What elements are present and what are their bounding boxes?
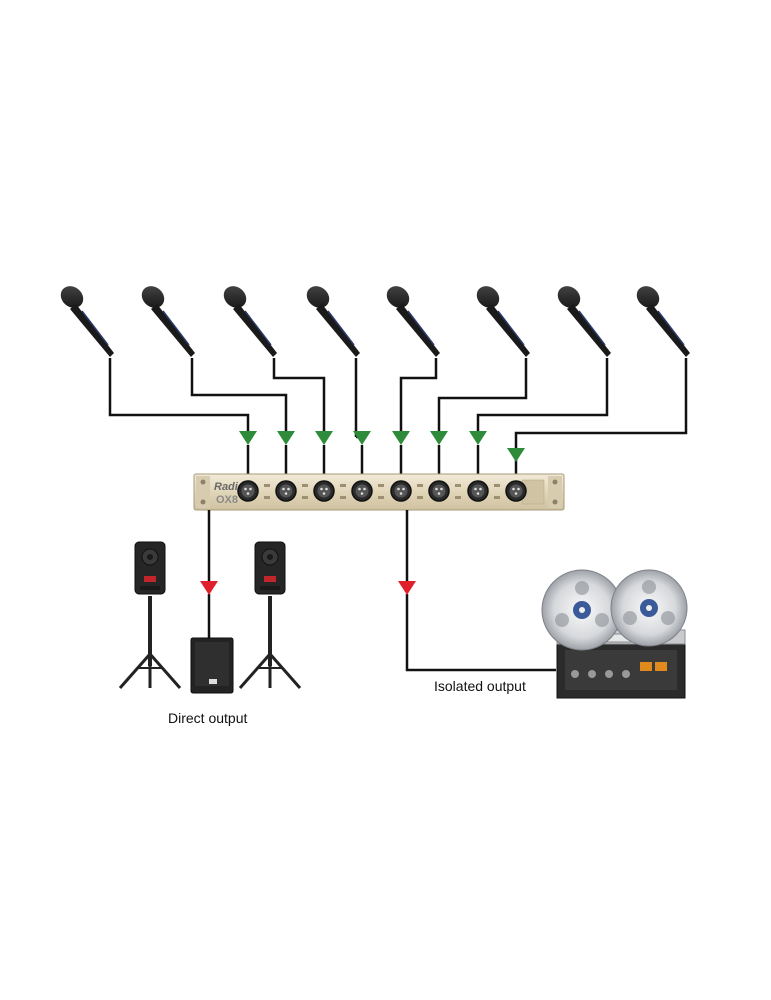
microphone-icon xyxy=(136,280,196,358)
direct-output-label: Direct output xyxy=(168,710,248,726)
speaker-icon xyxy=(254,541,286,595)
radial-ox8-splitter: Radial OX8 xyxy=(193,473,565,511)
xlr-connector-icon xyxy=(351,480,373,502)
isolated-output-label: Isolated output xyxy=(434,678,526,694)
xlr-connector-icon xyxy=(275,480,297,502)
xlr-connector-icon xyxy=(428,480,450,502)
speaker-icon xyxy=(134,541,166,595)
speaker-left xyxy=(118,541,182,690)
microphone-icon xyxy=(631,280,691,358)
input-arrows xyxy=(239,431,525,462)
xlr-connector-icon xyxy=(237,480,259,502)
input-cables xyxy=(108,358,688,482)
subwoofer-icon xyxy=(190,637,234,694)
speaker-right xyxy=(238,541,302,690)
pa-system xyxy=(118,541,302,694)
microphone-icon xyxy=(55,280,115,358)
xlr-connector-icon xyxy=(505,480,527,502)
microphone-icon xyxy=(552,280,612,358)
reel-to-reel-recorder-icon xyxy=(541,569,688,699)
xlr-connector-icon xyxy=(313,480,335,502)
xlr-connector-icon xyxy=(467,480,489,502)
model-logo: OX8 xyxy=(216,494,238,506)
tripod-stand-icon xyxy=(118,594,182,690)
tripod-stand-icon xyxy=(238,594,302,690)
microphone-icon xyxy=(471,280,531,358)
microphone-icon xyxy=(218,280,278,358)
microphone-icon xyxy=(301,280,361,358)
microphones xyxy=(55,280,691,358)
output-cables xyxy=(207,510,556,672)
microphone-icon xyxy=(381,280,441,358)
output-arrows xyxy=(200,581,416,595)
xlr-connector-icon xyxy=(390,480,412,502)
